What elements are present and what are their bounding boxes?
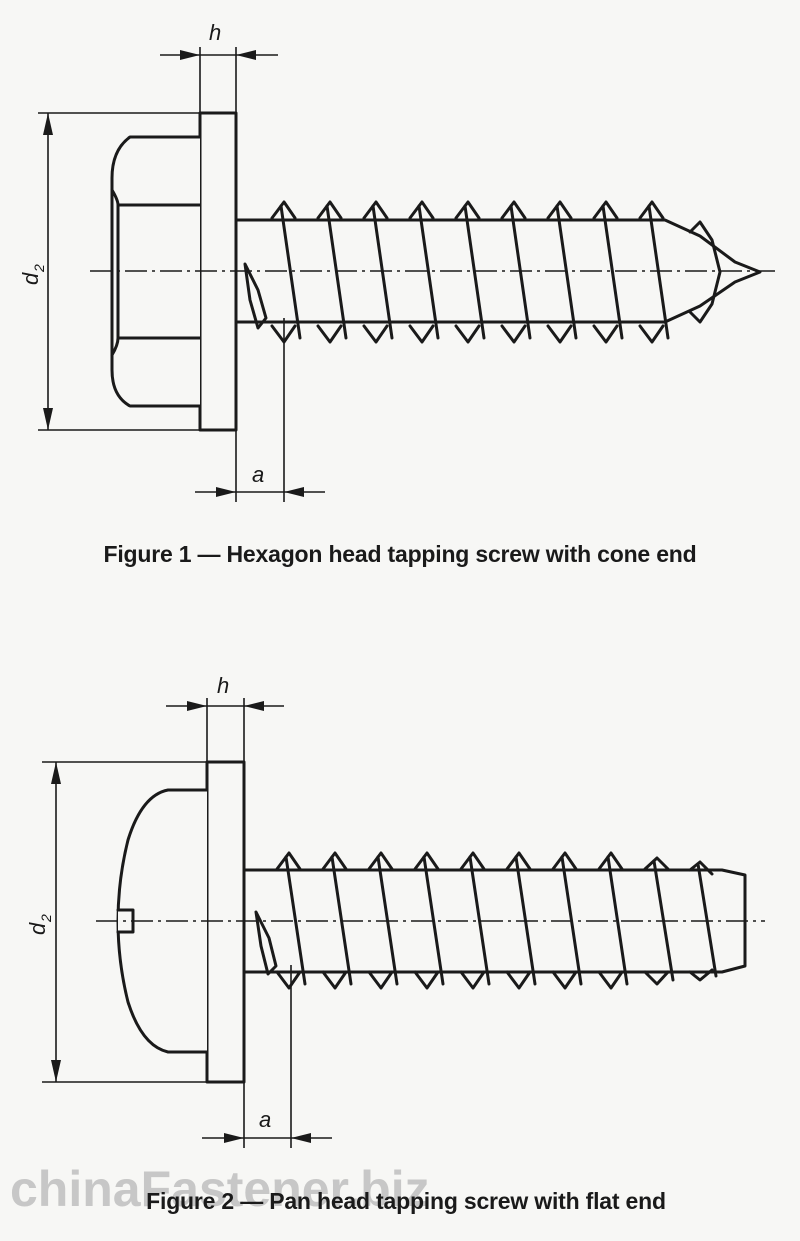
figure2-pan-head-screw: h a d 2 [25,673,765,1148]
figure2-label-h: h [217,673,229,698]
figure2-dim-d2 [42,761,207,1083]
figure1-dim-h [160,47,278,113]
figure1-dim-a [195,318,325,502]
figure1-label-h: h [209,20,221,45]
figure1-label-d: d [18,272,43,285]
figure2-threads [254,851,718,990]
figure2-dim-h [166,698,284,762]
figure1-shank [234,218,762,324]
figure2-label-d-sub: 2 [38,914,54,923]
figure2-label-d: d [25,922,50,935]
figure1-label-d-sub: 2 [31,264,47,273]
figure2-label-a: a [259,1107,271,1132]
figure2-caption: Figure 2 — Pan head tapping screw with f… [146,1188,666,1214]
figure2-collar [205,760,246,1084]
figure1-hex-head-screw: h a d 2 [18,20,775,502]
figure1-threads [243,200,670,344]
watermark: chinaFastener.biz [10,1161,430,1217]
figure1-caption: Figure 1 — Hexagon head tapping screw wi… [103,541,697,567]
figure1-label-a: a [252,462,264,487]
figure2-dim-a [202,965,332,1148]
figure1-dim-d2 [38,112,200,431]
